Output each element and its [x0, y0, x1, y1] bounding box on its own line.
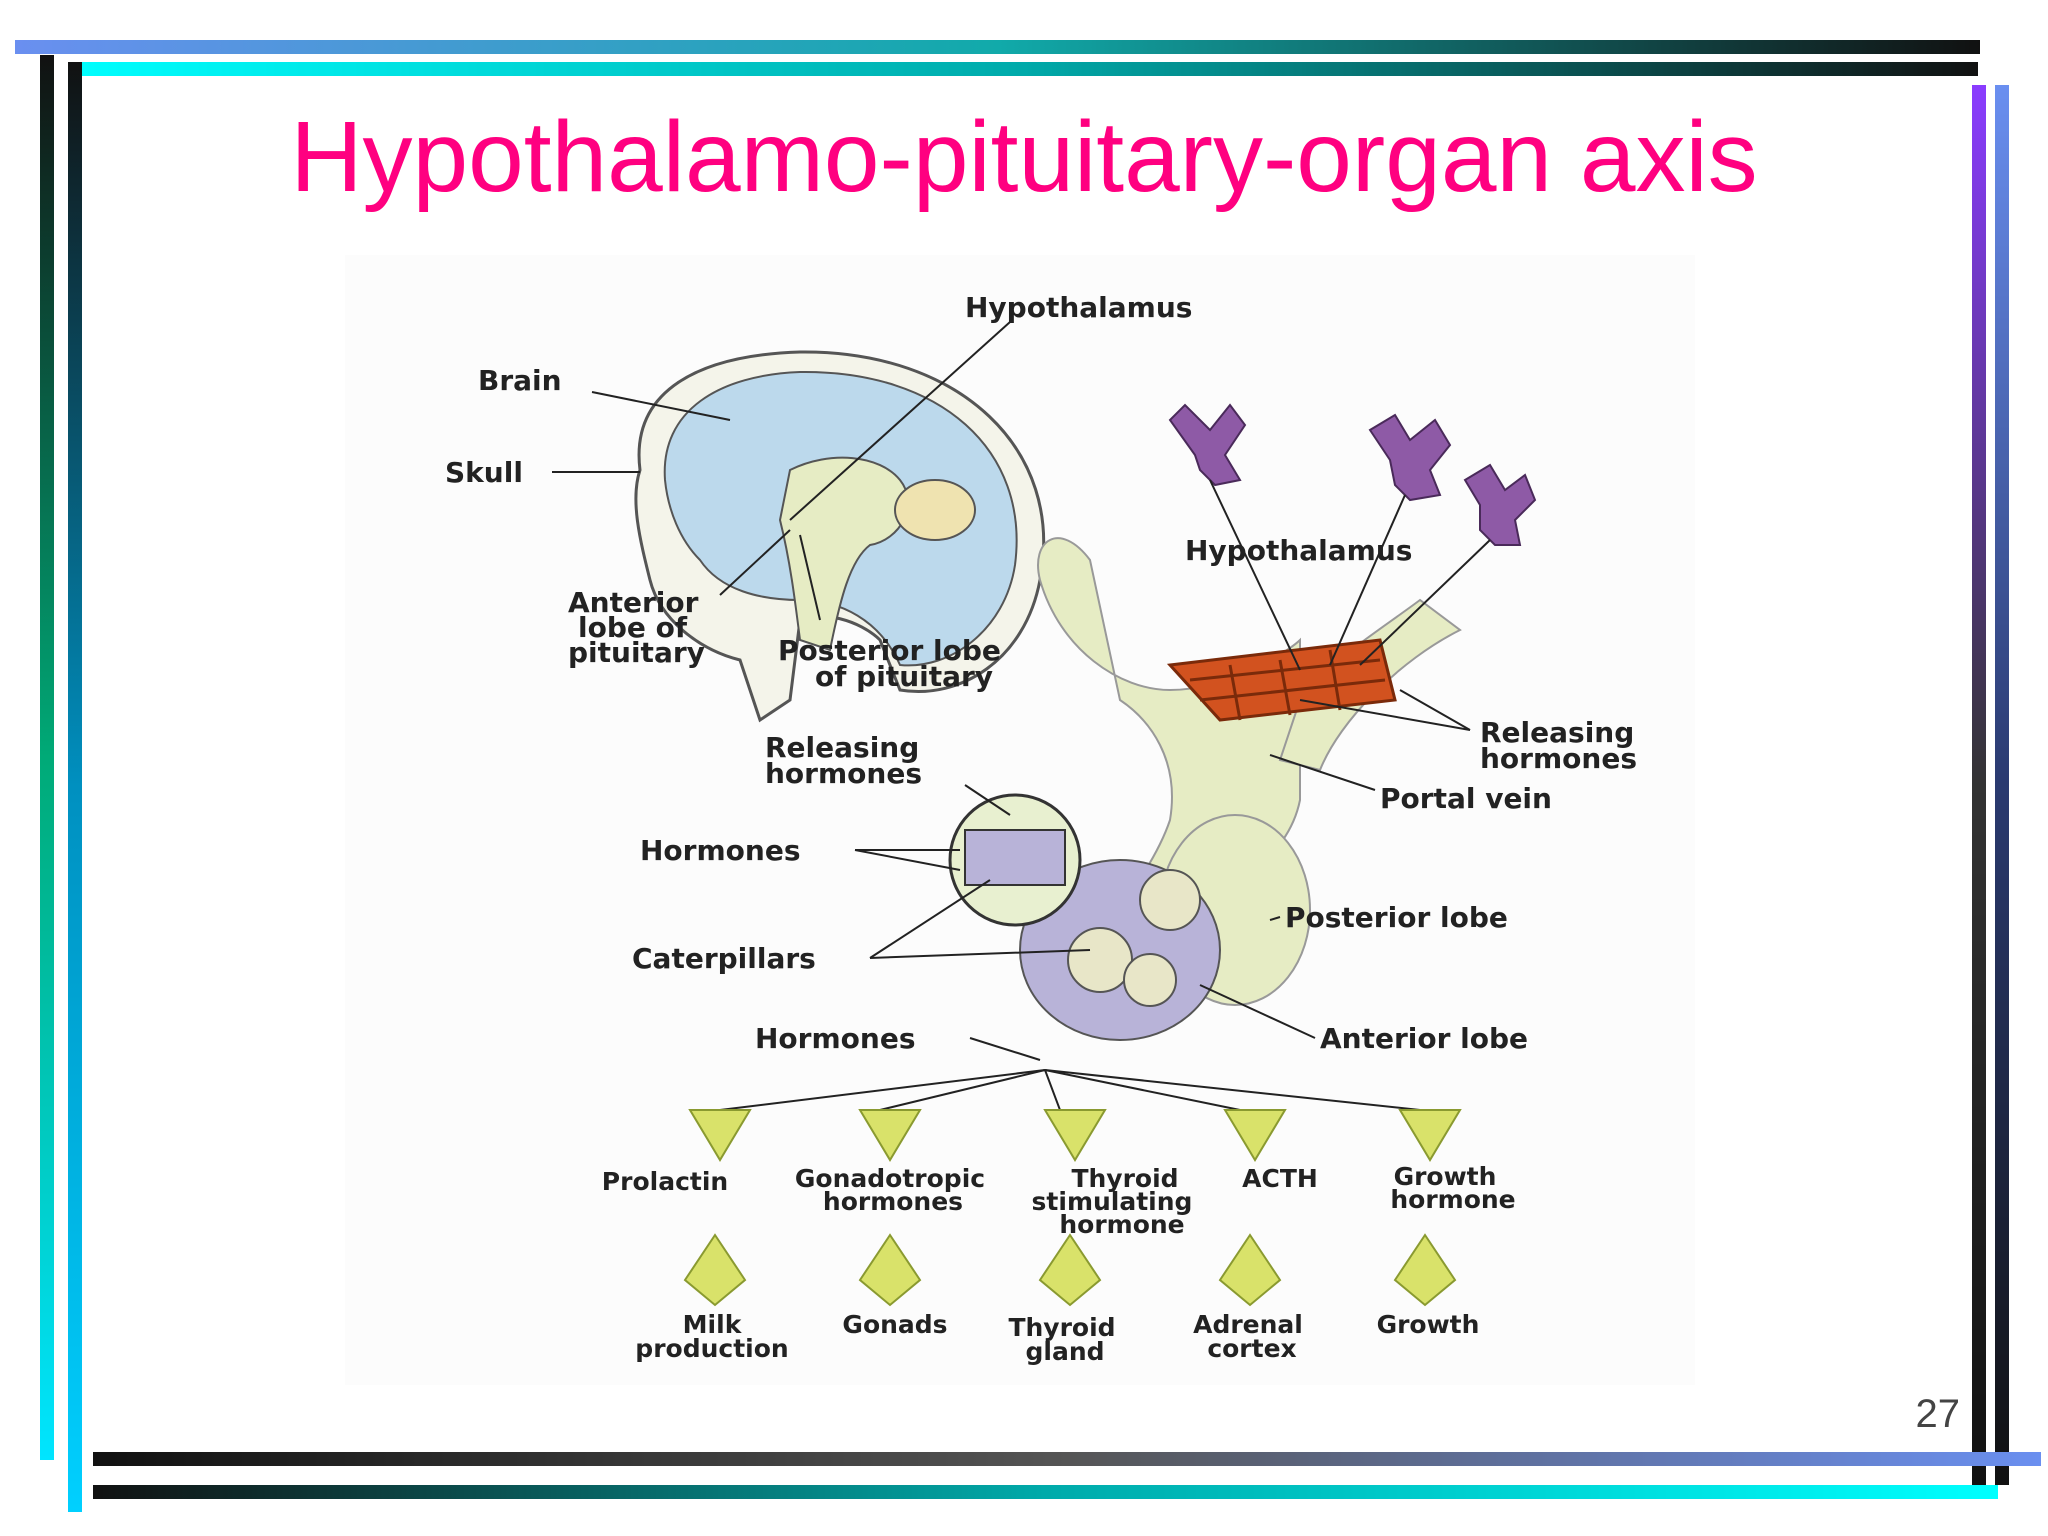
- frame-top-inner: [68, 62, 1978, 76]
- hormone-label-3-l1: Thyroid: [1071, 1164, 1178, 1193]
- frame-right-inner: [1995, 85, 2009, 1485]
- hormone-label-2-l2: hormones: [823, 1187, 963, 1216]
- slide-title: Hypothalamo-pituitary-organ axis: [290, 101, 1758, 213]
- target-label-3-l2: gland: [1025, 1337, 1104, 1366]
- neuron-2: [1329, 413, 1452, 666]
- neuron-3: [1359, 463, 1537, 666]
- brainstem-shape: [778, 456, 910, 652]
- cell-cluster-1: [1067, 927, 1133, 993]
- label-releasing-right-1: Releasing: [1480, 716, 1634, 749]
- arrows-row-2: [683, 1233, 1457, 1307]
- target-label-1-l2: production: [635, 1334, 788, 1363]
- label-hypothalamus-right: Hypothalamus: [1185, 534, 1412, 567]
- leader-lines: [552, 321, 1471, 1061]
- label-brain: Brain: [478, 364, 562, 397]
- label-releasing-right-2: hormones: [1480, 742, 1637, 775]
- target-label-4-l1: Adrenal: [1193, 1310, 1303, 1339]
- frame-bottom-outer: [93, 1452, 2041, 1466]
- target-label-1-l1: Milk: [683, 1310, 743, 1339]
- target-label-2: Gonads: [842, 1310, 947, 1339]
- target-label-3-l1: Thyroid: [1008, 1313, 1115, 1342]
- frame-left-outer: [40, 55, 54, 1460]
- target-label-5: Growth: [1377, 1310, 1480, 1339]
- label-posterior-lobe-2: of pituitary: [815, 660, 993, 693]
- target-labels: Milk production Gonads Thyroid gland Adr…: [635, 1310, 1479, 1366]
- label-hormones-1: Hormones: [640, 834, 800, 867]
- label-skull: Skull: [445, 456, 523, 489]
- hormone-label-1: Prolactin: [602, 1167, 728, 1196]
- target-label-4-l2: cortex: [1207, 1334, 1296, 1363]
- frame-right-outer: [1972, 85, 1986, 1485]
- hormone-label-2-l1: Gonadotropic: [795, 1164, 985, 1193]
- page-number: 27: [1915, 1392, 1961, 1436]
- label-posterior-lobe-1: Posterior lobe: [778, 634, 1001, 667]
- label-anterior-lobe-2: lobe of: [578, 611, 688, 644]
- label-portal-vein: Portal vein: [1380, 782, 1552, 815]
- frame-left-inner: [68, 62, 82, 1512]
- cerebellum-shape: [894, 479, 976, 541]
- label-hypothalamus-top: Hypothalamus: [965, 291, 1192, 324]
- label-hormones-2: Hormones: [755, 1022, 915, 1055]
- magnified-cells: [964, 829, 1066, 886]
- label-anterior-lobe: Anterior lobe: [1320, 1022, 1528, 1055]
- label-posterior-lobe: Posterior lobe: [1285, 901, 1508, 934]
- label-anterior-lobe-1: Anterior: [568, 586, 699, 619]
- label-anterior-lobe-3: pituitary: [568, 636, 705, 669]
- label-caterpillars: Caterpillars: [632, 942, 816, 975]
- distribution-lines: [719, 1069, 1421, 1111]
- portal-plexus-mesh: [1189, 649, 1386, 721]
- arrows-row-1: [688, 1109, 1462, 1162]
- hormone-label-4: ACTH: [1242, 1164, 1318, 1193]
- label-releasing-left-2: hormones: [765, 757, 922, 790]
- hormone-label-5-l1: Growth: [1394, 1162, 1497, 1191]
- frame-bottom-inner: [93, 1485, 1998, 1499]
- hormone-labels: Prolactin Gonadotropic hormones Thyroid …: [602, 1162, 1516, 1239]
- label-releasing-left-1: Releasing: [765, 731, 919, 764]
- hormone-label-3-l2: stimulating: [1032, 1187, 1193, 1216]
- cell-cluster-3: [1123, 953, 1177, 1007]
- hormone-label-5-l2: hormone: [1390, 1185, 1515, 1214]
- hormone-label-3-l3: hormone: [1059, 1210, 1184, 1239]
- frame-top-outer: [15, 40, 1980, 54]
- neuron-1: [1168, 403, 1301, 671]
- cell-cluster-2: [1139, 869, 1201, 931]
